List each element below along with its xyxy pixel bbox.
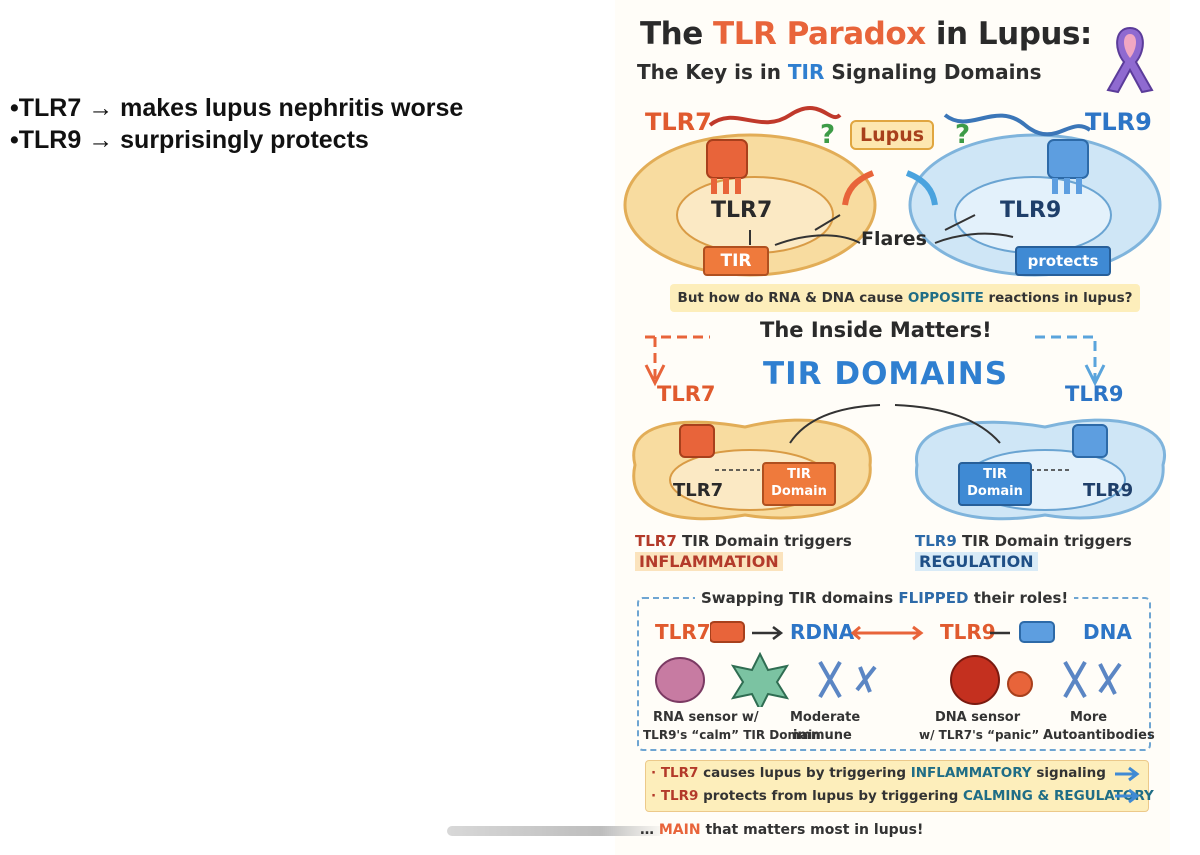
summary-line2-b: protects from lupus by triggering bbox=[698, 788, 963, 804]
rna-sensor-1: RNA sensor w/ bbox=[653, 710, 759, 725]
right-caption-b: TIR Domain triggers bbox=[956, 532, 1132, 550]
left-caption-line1: TLR7 TIR Domain triggers bbox=[635, 532, 852, 550]
right-caption-line1: TLR9 TIR Domain triggers bbox=[915, 532, 1132, 550]
top-cell7-inner: TLR7 bbox=[711, 198, 773, 223]
subtitle-accent: TIR bbox=[787, 60, 825, 84]
ribbon-icon bbox=[1106, 26, 1154, 94]
summary-line2: · TLR9 protects from lupus by triggering… bbox=[651, 788, 1154, 804]
tlr7-receptor bbox=[706, 139, 748, 179]
flares-label: Flares bbox=[861, 228, 927, 250]
antibody-icon bbox=[818, 661, 877, 698]
right-caption-line2: REGULATION bbox=[915, 552, 1038, 571]
summary-line2-a: · TLR9 bbox=[651, 788, 699, 804]
protects-box: protects bbox=[1015, 246, 1111, 276]
caption-accent: MAIN bbox=[658, 822, 701, 838]
lupus-badge: Lupus bbox=[850, 120, 935, 150]
left-caption-b: TIR Domain triggers bbox=[676, 532, 852, 550]
summary-line2-c: CALMING & REGULATORY bbox=[963, 788, 1154, 804]
question-mark-right: ? bbox=[955, 120, 971, 150]
swap-heading-suffix: their roles! bbox=[968, 589, 1069, 607]
star-burst-icon bbox=[730, 652, 790, 707]
swap-heading: Swapping TIR domains FLIPPED their roles… bbox=[695, 589, 1075, 607]
summary-line1-a: · TLR7 bbox=[651, 765, 699, 781]
swap-arrows bbox=[710, 621, 1055, 643]
summary-line1-d: signaling bbox=[1031, 765, 1106, 781]
mid-cell9-inner: TLR9 bbox=[1083, 480, 1134, 501]
mid-tlr7-label: TLR7 bbox=[657, 382, 716, 406]
swap-heading-accent: FLIPPED bbox=[898, 589, 969, 607]
inflamed-kidney-icon bbox=[950, 655, 1000, 705]
question-accent: OPPOSITE bbox=[907, 290, 984, 306]
rna-sensor-2: TLR9's “calm” TIR Domain bbox=[643, 728, 821, 742]
swap-tlr9: TLR9 bbox=[940, 620, 996, 644]
middle-cells-graphic bbox=[632, 335, 1166, 521]
moderate-2: immune bbox=[793, 728, 852, 743]
more-2: Autoantibodies bbox=[1043, 728, 1155, 743]
tir-domains-heading: TIR DOMAINS bbox=[763, 356, 1009, 392]
summary-box bbox=[645, 760, 1149, 812]
poster-subtitle: The Key is in TIR Signaling Domains bbox=[637, 60, 1042, 84]
top-cells-graphic bbox=[623, 106, 1162, 277]
subtitle-prefix: The Key is in bbox=[637, 60, 788, 84]
kidney-icon bbox=[655, 657, 705, 703]
question-suffix: reactions in lupus? bbox=[983, 290, 1133, 306]
poster-title: The TLR Paradox in Lupus: bbox=[640, 16, 1092, 52]
more-1: More bbox=[1070, 710, 1108, 725]
caption-suffix: that matters most in lupus! bbox=[700, 822, 924, 838]
left-caption-line2: INFLAMMATION bbox=[635, 552, 783, 571]
summary-line1: · TLR7 causes lupus by triggering INFLAM… bbox=[651, 765, 1106, 781]
swap-tlr7: TLR7 bbox=[655, 620, 711, 644]
summary-line1-b: causes lupus by triggering bbox=[698, 765, 911, 781]
tir-domain-box-blue: TIR Domain bbox=[958, 462, 1032, 506]
top-tlr7-label: TLR7 bbox=[645, 108, 712, 136]
left-caption-a: TLR7 bbox=[635, 532, 677, 550]
dna-sensor-1: DNA sensor bbox=[935, 710, 1021, 725]
moderate-1: Moderate bbox=[790, 710, 861, 725]
summary-line1-c: INFLAMMATORY bbox=[910, 765, 1032, 781]
bullet-tlr9: •TLR9 → surprisingly protects bbox=[10, 126, 369, 154]
mid-cell7-inner: TLR7 bbox=[673, 480, 724, 501]
bullet-tlr7: •TLR7 → makes lupus nephritis worse bbox=[10, 94, 464, 122]
top-cell9-inner: TLR9 bbox=[1000, 198, 1062, 223]
question-banner: But how do RNA & DNA cause OPPOSITE reac… bbox=[670, 284, 1140, 312]
infographic-poster: The TLR Paradox in Lupus: The Key is in … bbox=[615, 0, 1170, 855]
inflamed-cell-icon bbox=[1007, 671, 1033, 697]
title-suffix: in Lupus: bbox=[925, 16, 1092, 52]
tlr9-receptor bbox=[1047, 139, 1089, 179]
swap-dna: DNA bbox=[1083, 620, 1132, 644]
question-prefix: But how do RNA & DNA cause bbox=[677, 290, 908, 306]
tir-box: TIR bbox=[703, 246, 769, 276]
inside-matters: The Inside Matters! bbox=[760, 318, 992, 342]
swap-rdna: RDNA bbox=[790, 620, 855, 644]
caption-prefix: … bbox=[640, 822, 659, 838]
autoantibodies-icon bbox=[1063, 661, 1122, 698]
poster-footer-caption: … MAIN that matters most in lupus! bbox=[640, 822, 923, 838]
question-mark-left: ? bbox=[820, 120, 836, 150]
dna-sensor-2: w/ TLR7's “panic” bbox=[919, 728, 1040, 742]
swap-heading-prefix: Swapping TIR domains bbox=[701, 589, 899, 607]
top-tlr9-label: TLR9 bbox=[1085, 108, 1152, 136]
title-accent: TLR Paradox bbox=[713, 16, 926, 52]
slide-bullets: •TLR7 → makes lupus nephritis worse •TLR… bbox=[10, 92, 463, 156]
mid-tlr9-label: TLR9 bbox=[1065, 382, 1124, 406]
horizontal-scrollbar[interactable] bbox=[447, 826, 667, 836]
subtitle-suffix: Signaling Domains bbox=[824, 60, 1042, 84]
title-prefix: The bbox=[640, 16, 714, 52]
swap-illustrations bbox=[655, 652, 1122, 707]
tir-domain-box-orange: TIR Domain bbox=[762, 462, 836, 506]
summary-arrows bbox=[1115, 766, 1140, 804]
right-caption-a: TLR9 bbox=[915, 532, 957, 550]
